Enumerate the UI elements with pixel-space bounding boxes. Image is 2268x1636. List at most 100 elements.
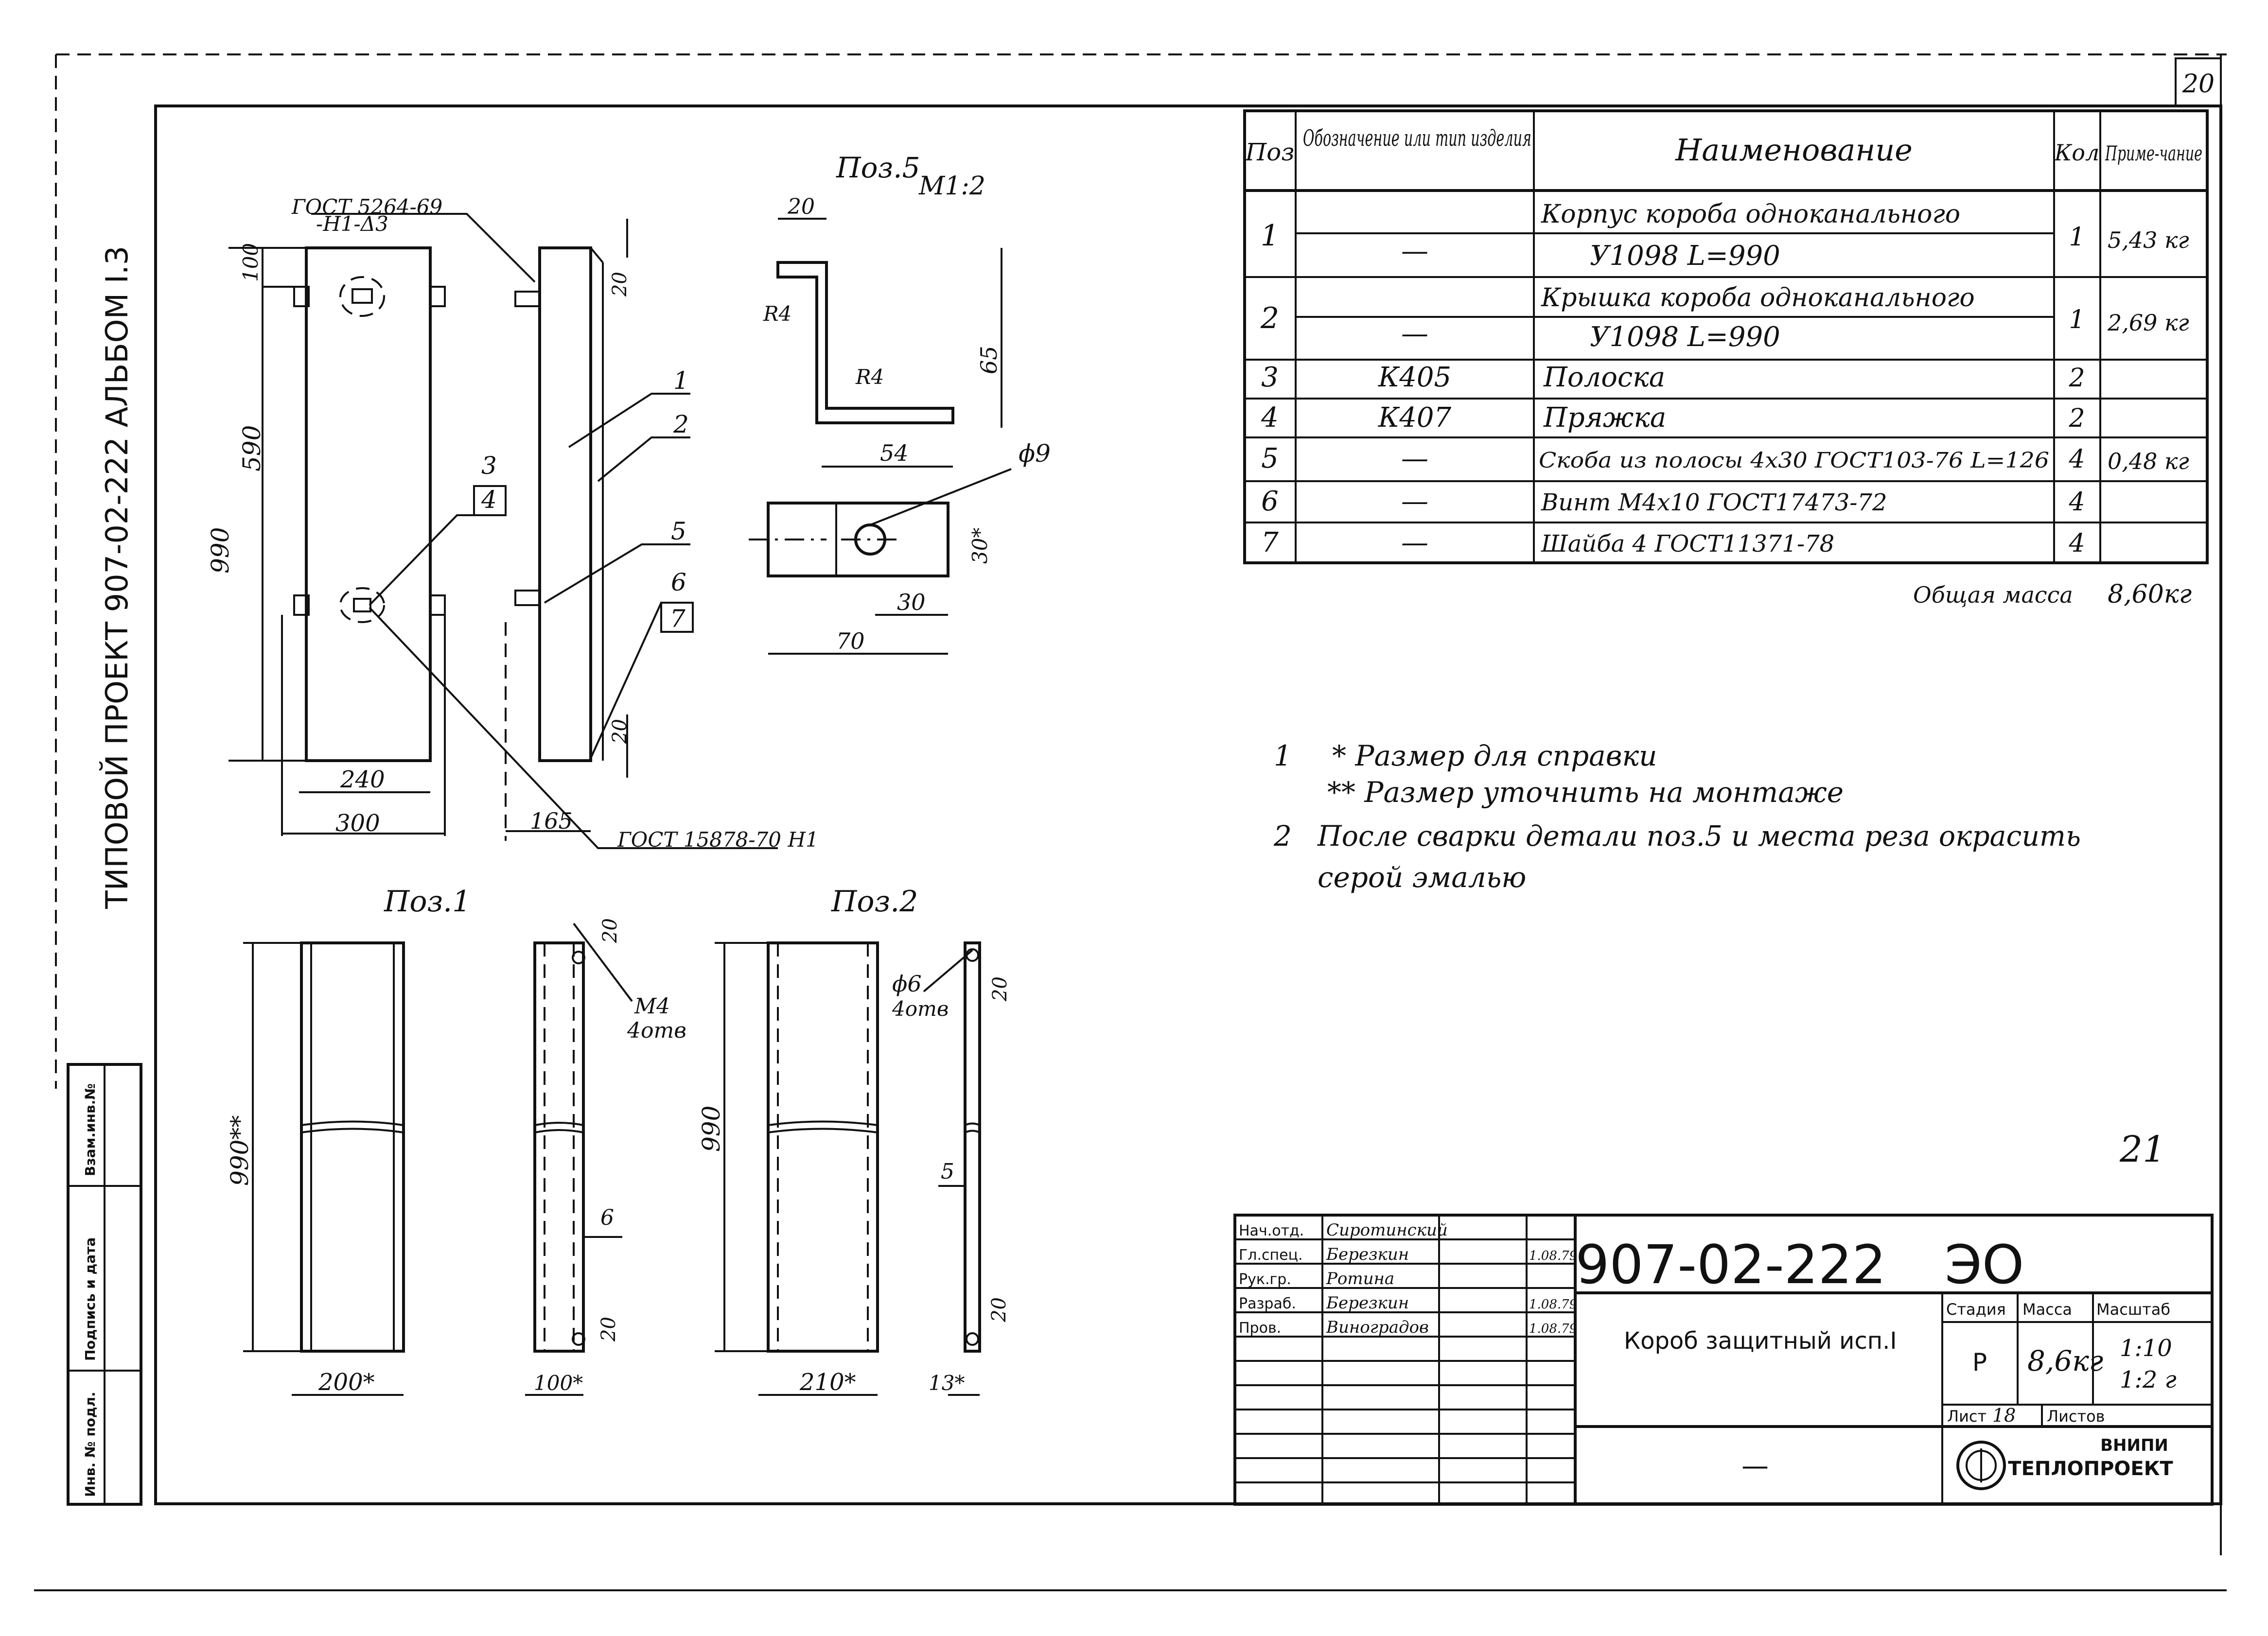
note-2-number: 2 — [1273, 819, 1292, 853]
pos2-title: Поз.2 — [831, 885, 918, 919]
pos1-dim-200: 200* — [318, 1369, 375, 1396]
row7-name: Шайба 4 ГОСТ11371-78 — [1541, 530, 1834, 557]
table-row: 6 — Винт М4х10 ГОСТ17473-72 4 — [1261, 486, 2085, 517]
role-5-name: Виноградов — [1326, 1318, 1429, 1337]
dim-20-top: 20 — [609, 272, 631, 297]
pos1-side-view — [525, 922, 633, 1396]
gost-weld-bottom: ГОСТ 15878-70 Н1 — [617, 828, 819, 852]
table-row: 2 — Крышка короба одноканального У1098 L… — [1260, 283, 2189, 353]
mass-value: 8,6кг — [2027, 1344, 2103, 1377]
org-name-2: ТЕПЛОПРОЕКТ — [2008, 1458, 2173, 1480]
callout-3: 3 — [481, 452, 497, 480]
dim-240: 240 — [340, 766, 385, 793]
sheets-label: Листов — [2047, 1407, 2105, 1426]
row7-qty: 4 — [2068, 529, 2085, 558]
pos5-dim-54: 54 — [880, 440, 909, 466]
note-1a: * Размер для справки — [1332, 739, 1657, 772]
side-column-sign: Подпись и дата — [82, 1237, 98, 1361]
gost-weld-top: ГОСТ 5264-69 — [291, 195, 442, 219]
pos5-dim-30: 30 — [897, 589, 926, 615]
pos1-side-dim-100: 100* — [534, 1371, 583, 1395]
role-1-name: Сиротинский — [1326, 1220, 1448, 1240]
row2-name1: Крышка короба одноканального — [1541, 283, 1975, 313]
pos5-scale: М1:2 — [918, 172, 985, 201]
row4-pos: 4 — [1261, 402, 1279, 434]
spec-header-qty: Кол — [2054, 139, 2100, 166]
title-block-grid — [1233, 1214, 2214, 1506]
row1-designation: — — [1401, 235, 1428, 267]
row5-designation: — — [1401, 443, 1428, 474]
spec-header-designation: Обозначение или тип изделия — [1303, 125, 1531, 151]
note-2b: серой эмалью — [1318, 861, 1526, 894]
row1-note: 5,43 кг — [2108, 227, 2189, 253]
pos1-side-dim-20b: 20 — [598, 1317, 620, 1342]
role-3: Рук.гр. — [1239, 1271, 1291, 1288]
page-number: 20 — [2182, 70, 2215, 99]
gost-weld-top-2: -Н1-Δ3 — [316, 212, 388, 236]
pos2-dim-990: 990 — [697, 1106, 725, 1152]
pos1-title: Поз.1 — [384, 885, 471, 919]
spec-header-name: Наименование — [1675, 132, 1913, 168]
row3-name: Полоска — [1543, 362, 1665, 393]
row6-pos: 6 — [1261, 486, 1279, 517]
note-1b: ** Размер уточнить на монтаже — [1327, 776, 1844, 809]
dim-590: 590 — [238, 425, 266, 471]
callout-4: 4 — [481, 486, 497, 514]
row2-note: 2,69 кг — [2107, 310, 2189, 336]
drawing-code-suffix: ЭО — [1945, 1234, 2024, 1296]
row2-qty: 1 — [2069, 305, 2085, 334]
table-row: 1 — Корпус короба одноканального У1098 L… — [1261, 200, 2189, 272]
row1-name1: Корпус короба одноканального — [1541, 200, 1960, 229]
scale-label: Масштаб — [2096, 1300, 2170, 1319]
pos5-dim-30star: 30* — [968, 528, 992, 564]
side-columns — [67, 1063, 142, 1506]
row3-qty: 2 — [2068, 364, 2085, 393]
table-row: 5 — Скоба из полосы 4х30 ГОСТ103-76 L=12… — [1261, 443, 2189, 474]
reference-number: 21 — [2119, 1129, 2165, 1170]
role-3-name: Ротина — [1326, 1269, 1394, 1288]
stage-value: Р — [1972, 1348, 1987, 1376]
pos5-dim-65: 65 — [976, 346, 1002, 374]
pos5-dim-20: 20 — [787, 194, 815, 219]
row2-designation: — — [1401, 318, 1428, 349]
role-4-name: Березкин — [1326, 1293, 1409, 1313]
row4-designation: К407 — [1378, 402, 1452, 434]
dim-165: 165 — [530, 808, 573, 834]
table-row: 3 К405 Полоска 2 — [1261, 362, 2085, 393]
note-2a: После сварки детали поз.5 и места реза о… — [1317, 819, 2081, 853]
role-2-date: 1.08.79 — [1529, 1249, 1577, 1263]
callout-6: 6 — [671, 568, 686, 596]
pos2-side-phi6: ϕ6 — [892, 971, 922, 997]
row4-name: Пряжка — [1543, 402, 1666, 434]
total-mass-value: 8,60кг — [2108, 580, 2192, 609]
stage-label: Стадия — [1946, 1300, 2006, 1319]
callout-1: 1 — [673, 366, 689, 395]
pos1-side-M4: М4 — [634, 994, 670, 1019]
dim-20-bottom: 20 — [609, 719, 631, 744]
side-column-replace: Взам.инв.№ — [82, 1083, 98, 1176]
row1-name2: У1098 L=990 — [1590, 240, 1780, 272]
assembly-front-view — [229, 213, 778, 849]
row3-pos: 3 — [1261, 362, 1279, 393]
row5-name: Скоба из полосы 4х30 ГОСТ103-76 L=126 — [1539, 448, 2049, 473]
title-block-roles: Нач.отд. Сиротинский Гл.спец. Березкин 1… — [1239, 1220, 1577, 1337]
callout-7: 7 — [670, 605, 686, 633]
row6-qty: 4 — [2068, 487, 2085, 517]
row4-qty: 2 — [2068, 404, 2085, 433]
row5-qty: 4 — [2068, 445, 2085, 474]
drawing-title: Короб защитный исп.I — [1624, 1327, 1897, 1355]
callout-5: 5 — [671, 517, 686, 545]
assembly-side-view — [369, 219, 694, 841]
role-5-date: 1.08.79 — [1529, 1322, 1577, 1336]
spec-table-grid — [1243, 109, 2209, 564]
drawing-code: 907-02-222 — [1575, 1234, 1886, 1296]
pos1-dim-990: 990** — [226, 1115, 254, 1186]
row1-qty: 1 — [2069, 223, 2085, 252]
pos5-dim-R4a: R4 — [763, 302, 791, 326]
row6-name: Винт М4х10 ГОСТ17473-72 — [1541, 489, 1887, 516]
pos5-dim-70: 70 — [836, 628, 865, 654]
pos5-dim-R4b: R4 — [855, 365, 884, 389]
role-1: Нач.отд. — [1239, 1222, 1304, 1239]
row2-name2: У1098 L=990 — [1590, 321, 1780, 353]
dim-100: 100 — [239, 243, 263, 282]
